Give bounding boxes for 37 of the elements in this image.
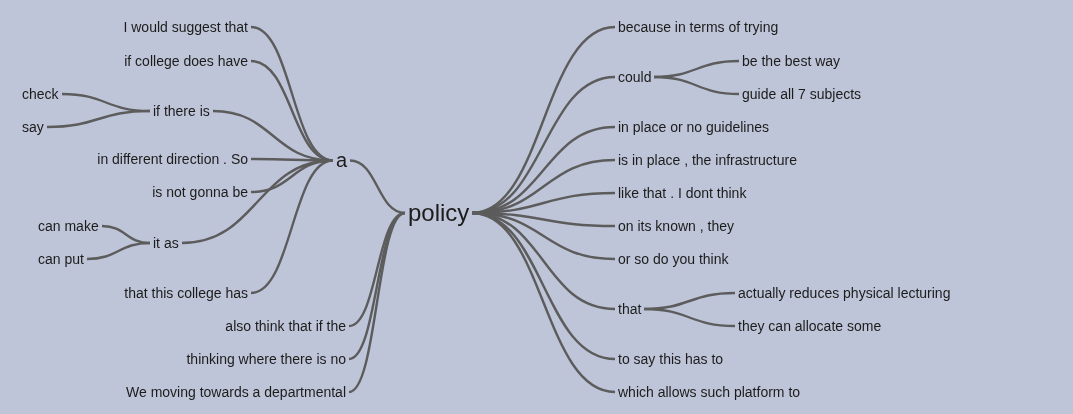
branch-line — [349, 159, 406, 215]
phrase-label: We moving towards a departmental — [123, 383, 349, 402]
phrase-label: on its known , they — [615, 217, 737, 236]
phrase-label: I would suggest that — [120, 18, 251, 37]
phrase-label: also think that if the — [222, 317, 349, 336]
branch-line — [348, 211, 406, 394]
branch-line — [46, 109, 151, 129]
branch-line — [653, 75, 740, 96]
phrase-label: is not gonna be — [149, 183, 251, 202]
phrase-label: which allows such platform to — [615, 383, 804, 402]
phrase-label: that — [615, 300, 645, 319]
phrase-label: thinking where there is no — [183, 350, 349, 369]
phrase-label: be the best way — [739, 52, 844, 71]
phrase-label: to say this has to — [615, 350, 727, 369]
phrase-label: that this college has — [121, 284, 251, 303]
phrase-label: check — [19, 85, 62, 104]
phrase-label: guide all 7 subjects — [739, 85, 865, 104]
phrase-label: actually reduces physical lecturing — [735, 284, 954, 303]
phrase-label: like that . I dont think — [615, 184, 750, 203]
phrase-label: in place or no guidelines — [615, 118, 772, 137]
phrase-label: a — [333, 147, 351, 173]
phrase-label: or so do you think — [615, 250, 732, 269]
phrase-label: it as — [150, 234, 182, 253]
branch-line — [86, 241, 151, 261]
phrase-label: in different direction . So — [94, 150, 251, 169]
branch-line — [471, 211, 616, 394]
phrase-label: if college does have — [121, 52, 251, 71]
phrase-label: if there is — [150, 102, 213, 121]
phrase-label: because in terms of trying — [615, 18, 782, 37]
phrase-label: could — [615, 68, 655, 87]
phrase-label: can put — [35, 250, 87, 269]
phrase-label: is in place , the infrastructure — [615, 151, 800, 170]
phrase-label: can make — [35, 217, 102, 236]
phrase-label: they can allocate some — [735, 317, 885, 336]
branch-line — [643, 307, 736, 328]
root-word: policy — [405, 198, 473, 228]
phrase-label: say — [19, 118, 47, 137]
